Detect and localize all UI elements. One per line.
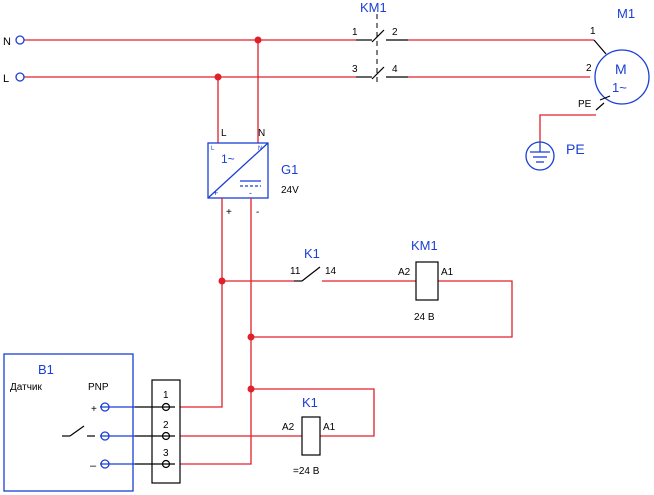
connector-pin-icon xyxy=(161,402,171,412)
k1-coil-voltage: =24 В xyxy=(293,466,320,477)
km1-pin-1: 1 xyxy=(352,27,358,38)
psu-voltage: 24V xyxy=(281,185,299,196)
k1-coil: K1 A2 A1 =24 В xyxy=(282,395,336,477)
km1-coil-icon xyxy=(415,261,439,301)
power-lines xyxy=(24,39,594,78)
k1-pin-14: 14 xyxy=(325,266,337,277)
psu-out-minus: - xyxy=(256,207,259,218)
km1-coil: KM1 A2 A1 24 В xyxy=(398,238,454,323)
junction-dot xyxy=(247,333,255,341)
junction-dot xyxy=(247,385,255,393)
sensor-type-word: Датчик xyxy=(10,382,42,393)
motor-pin-2: 2 xyxy=(586,63,592,74)
dc-wires xyxy=(175,198,513,465)
k1-coil-label: K1 xyxy=(302,395,318,410)
k1-coil-a2: A2 xyxy=(282,422,295,433)
motor-label: M1 xyxy=(617,6,635,21)
km1-coil-a1: A1 xyxy=(441,267,454,278)
junction-dot xyxy=(214,73,222,81)
sensor-pin-icon xyxy=(100,402,110,412)
km1-coil-a2: A2 xyxy=(398,267,411,278)
psu-g1: L N L N 1~ + - G1 24V + - xyxy=(207,128,299,218)
connector-pin-1: 1 xyxy=(163,390,169,401)
psu-in-n-small: N xyxy=(258,146,262,152)
connector-pin-icon xyxy=(161,431,171,441)
km1-contacts-label: KM1 xyxy=(360,0,387,15)
connector-pin-icon xyxy=(161,459,171,469)
sensor-box xyxy=(3,353,134,492)
km1-main-contacts: KM1 1 2 3 4 xyxy=(352,0,408,82)
km1-coil-label: KM1 xyxy=(411,238,438,253)
motor-pin-1: 1 xyxy=(590,26,596,37)
km1-pin-4: 4 xyxy=(392,64,398,75)
pe-ground: PE xyxy=(525,114,596,171)
psu-ac-symbol: 1~ xyxy=(221,152,235,166)
sensor-minus: – xyxy=(90,460,97,472)
sensor-pin-icon xyxy=(100,431,110,441)
k1-contact: K1 11 14 xyxy=(290,246,337,282)
terminal-l: L xyxy=(3,72,25,85)
ground-label: PE xyxy=(566,141,585,157)
sensor-label: B1 xyxy=(38,362,54,377)
psu-out-plus: + xyxy=(226,207,232,218)
terminal-l-icon xyxy=(15,72,25,82)
psu-feed-wires xyxy=(214,36,262,143)
k1-pin-11: 11 xyxy=(290,266,301,277)
psu-in-l: L xyxy=(221,128,227,139)
km1-pin-3: 3 xyxy=(352,64,358,75)
junction-dot xyxy=(254,36,262,44)
motor-symbol-m: M xyxy=(615,61,627,77)
connector-box xyxy=(151,379,181,484)
motor-pe-pin: PE xyxy=(578,99,592,110)
psu-box xyxy=(207,142,269,199)
terminal-n-icon xyxy=(15,35,25,45)
motor-circle-icon xyxy=(594,49,650,105)
k1-contact-label: K1 xyxy=(304,246,320,261)
motor-symbol-phase: 1~ xyxy=(612,80,627,95)
connector-block: 1 2 3 xyxy=(135,379,181,484)
sensor-pin-icon xyxy=(100,459,110,469)
connector-pin-3: 3 xyxy=(163,448,169,459)
terminal-l-label: L xyxy=(3,73,9,85)
junction-dot xyxy=(218,277,226,285)
k1-coil-a1: A1 xyxy=(323,422,336,433)
sensor-b1: B1 Датчик PNP + – xyxy=(3,353,135,492)
k1-coil-icon xyxy=(301,416,321,456)
motor-m1: M1 M 1~ 1 2 PE xyxy=(578,6,650,111)
km1-pin-2: 2 xyxy=(392,27,398,38)
km1-coil-voltage: 24 В xyxy=(414,312,435,323)
sensor-plus: + xyxy=(91,404,97,415)
psu-minus-small: - xyxy=(249,188,252,198)
terminal-n-label: N xyxy=(3,36,11,48)
terminal-n: N xyxy=(3,35,25,48)
psu-in-n: N xyxy=(258,128,265,139)
connector-pin-2: 2 xyxy=(163,420,169,431)
psu-plus-small: + xyxy=(213,188,218,198)
psu-in-l-small: L xyxy=(211,146,215,152)
psu-label: G1 xyxy=(281,162,298,177)
sensor-type-pnp: PNP xyxy=(88,382,109,393)
